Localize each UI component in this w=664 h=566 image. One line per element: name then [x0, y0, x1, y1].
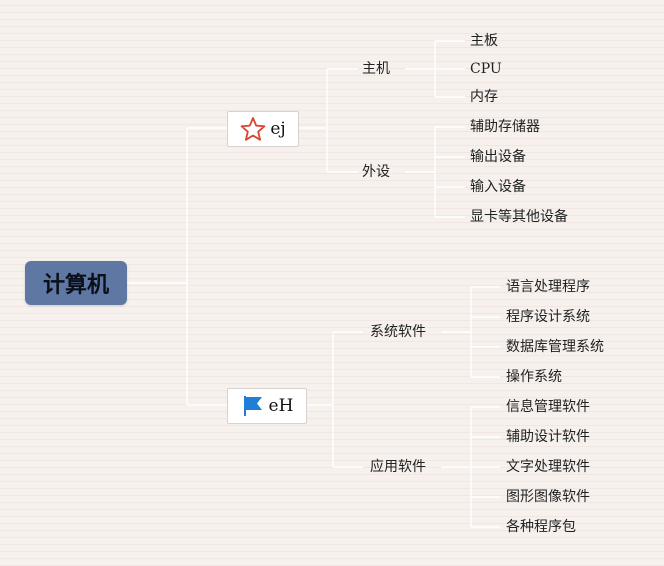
leaf-node[interactable]: 内存 [470, 89, 498, 105]
leaf-node[interactable]: 辅助存储器 [470, 119, 540, 135]
root-node[interactable]: 计算机 [25, 261, 127, 305]
leaf-node[interactable]: 数据库管理系统 [506, 339, 604, 355]
sub-topic-main-unit[interactable]: 主机 [362, 61, 390, 77]
leaf-node[interactable]: 辅助设计软件 [506, 429, 590, 445]
leaf-node[interactable]: 显卡等其他设备 [470, 209, 568, 225]
branch-node-ej[interactable]: ej [227, 111, 299, 147]
sub-topic-application-software[interactable]: 应用软件 [370, 459, 426, 475]
branch-node-eh[interactable]: eH [227, 388, 307, 424]
leaf-node[interactable]: 文字处理软件 [506, 459, 590, 475]
leaf-node[interactable]: 输入设备 [470, 179, 526, 195]
leaf-node[interactable]: 操作系统 [506, 369, 562, 385]
leaf-node[interactable]: CPU [470, 61, 502, 77]
leaf-node[interactable]: 输出设备 [470, 149, 526, 165]
flag-icon [241, 394, 265, 418]
branch-label: eH [268, 396, 294, 416]
star-outline-icon [240, 116, 266, 142]
root-label: 计算机 [42, 273, 109, 298]
leaf-node[interactable]: 程序设计系统 [506, 309, 590, 325]
branch-label: ej [270, 119, 286, 139]
leaf-node[interactable]: 各种程序包 [506, 519, 576, 535]
sub-topic-system-software[interactable]: 系统软件 [370, 324, 426, 340]
leaf-node[interactable]: 图形图像软件 [506, 489, 590, 505]
leaf-node[interactable]: 信息管理软件 [506, 399, 590, 415]
sub-topic-peripherals[interactable]: 外设 [362, 164, 390, 180]
leaf-node[interactable]: 主板 [470, 33, 498, 49]
leaf-node[interactable]: 语言处理程序 [506, 279, 590, 295]
